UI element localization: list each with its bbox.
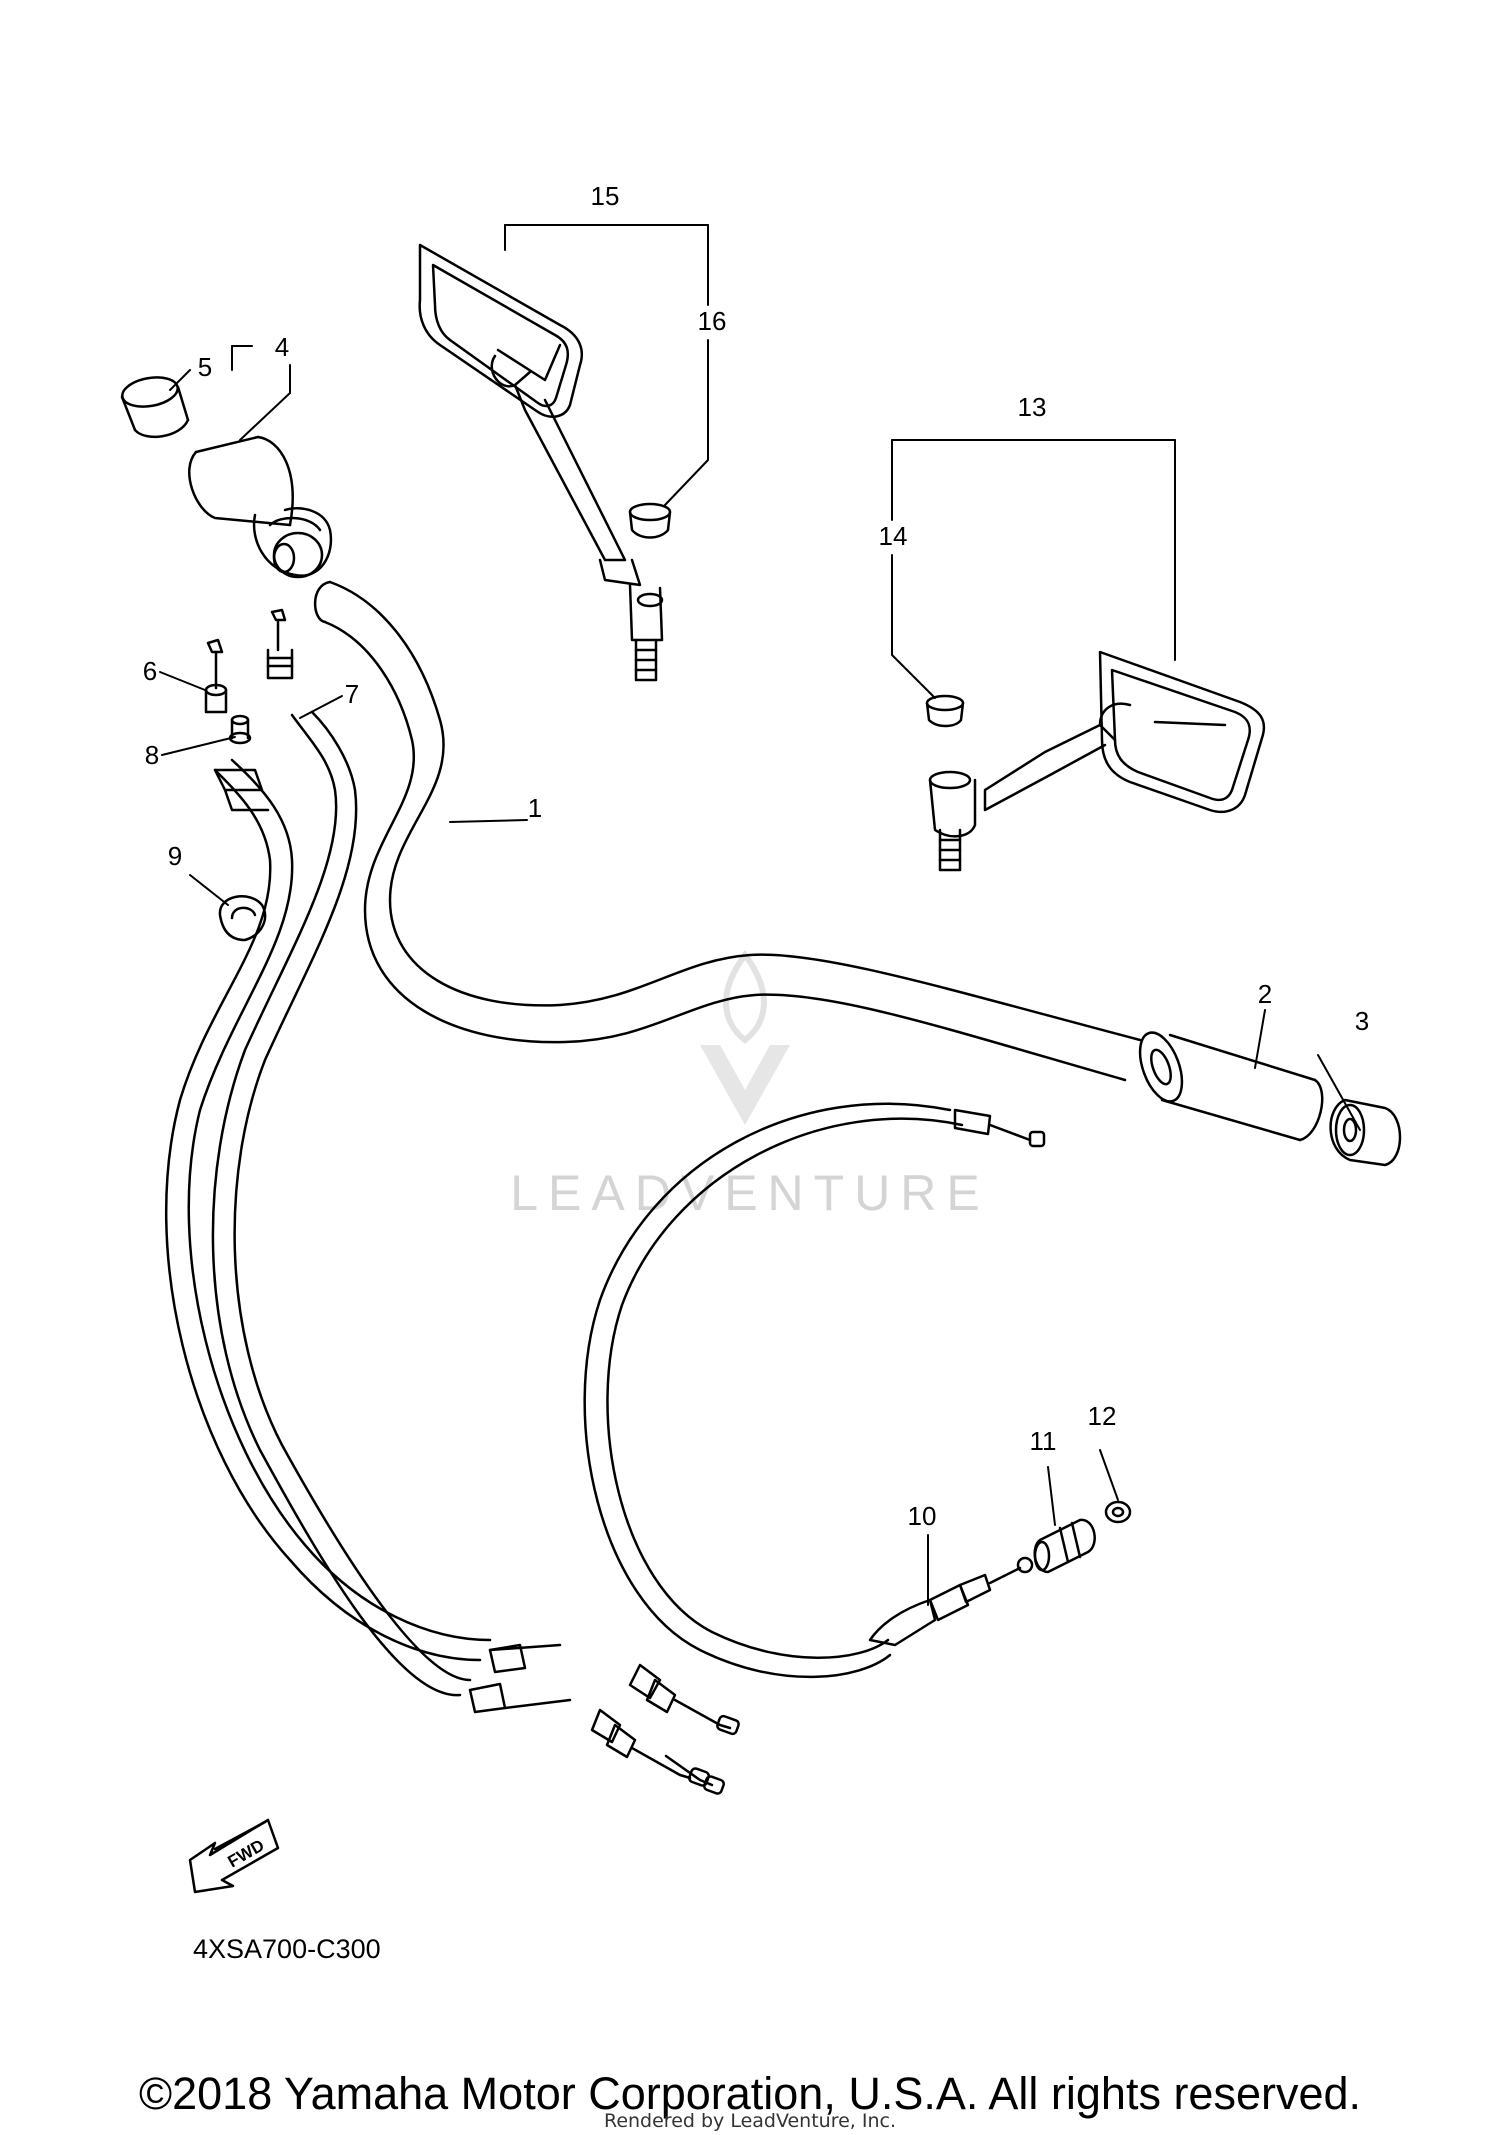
cable-end-6 <box>204 638 228 714</box>
throttle-cables <box>165 710 492 1697</box>
callout-12: 12 <box>1088 1401 1117 1431</box>
fwd-arrow-icon <box>188 1818 280 1894</box>
leadventure-watermark: LEADVENTURE <box>510 949 990 1221</box>
adjuster-11 <box>1033 1518 1096 1574</box>
mirror-cap-left <box>628 502 672 608</box>
clutch-cable <box>583 1102 1046 1679</box>
callout-8: 8 <box>145 740 159 770</box>
callout-6: 6 <box>143 656 157 686</box>
watermark-text: LEADVENTURE <box>510 1165 990 1221</box>
callout-11: 11 <box>1030 1426 1057 1456</box>
cable-end-7 <box>266 608 294 680</box>
diagram-code: 4XSA700-C300 <box>193 1934 381 1964</box>
nut-12 <box>1104 1500 1132 1524</box>
mirror-left <box>418 243 664 682</box>
grip-end <box>1329 1098 1402 1167</box>
callout-16: 16 <box>698 306 727 336</box>
callout-10: 10 <box>908 1501 937 1531</box>
throttle-grip <box>188 435 333 579</box>
grip-right <box>1138 1031 1324 1142</box>
leader-lines <box>159 224 1361 1606</box>
callout-15: 15 <box>591 181 620 211</box>
copyright-notice: ©2018 Yamaha Motor Corporation, U.S.A. A… <box>138 2068 1362 2119</box>
mirror-cap-right <box>925 694 965 728</box>
callout-5: 5 <box>198 352 212 382</box>
mirror-right <box>928 650 1266 872</box>
cable-clamp <box>218 895 267 942</box>
cable-fittings <box>468 1643 740 1795</box>
callout-7: 7 <box>345 679 359 709</box>
screw-8 <box>228 714 252 745</box>
callout-9: 9 <box>168 841 182 871</box>
callout-4: 4 <box>275 332 289 362</box>
callout-13: 13 <box>1018 392 1047 422</box>
callout-3: 3 <box>1355 1006 1369 1036</box>
callout-14: 14 <box>879 521 908 551</box>
callout-2: 2 <box>1258 979 1272 1009</box>
grip-collar <box>120 376 190 438</box>
handlebar <box>313 580 1142 1082</box>
callout-1: 1 <box>528 793 542 823</box>
rendered-by: Rendered by LeadVenture, Inc. <box>603 2110 897 2132</box>
